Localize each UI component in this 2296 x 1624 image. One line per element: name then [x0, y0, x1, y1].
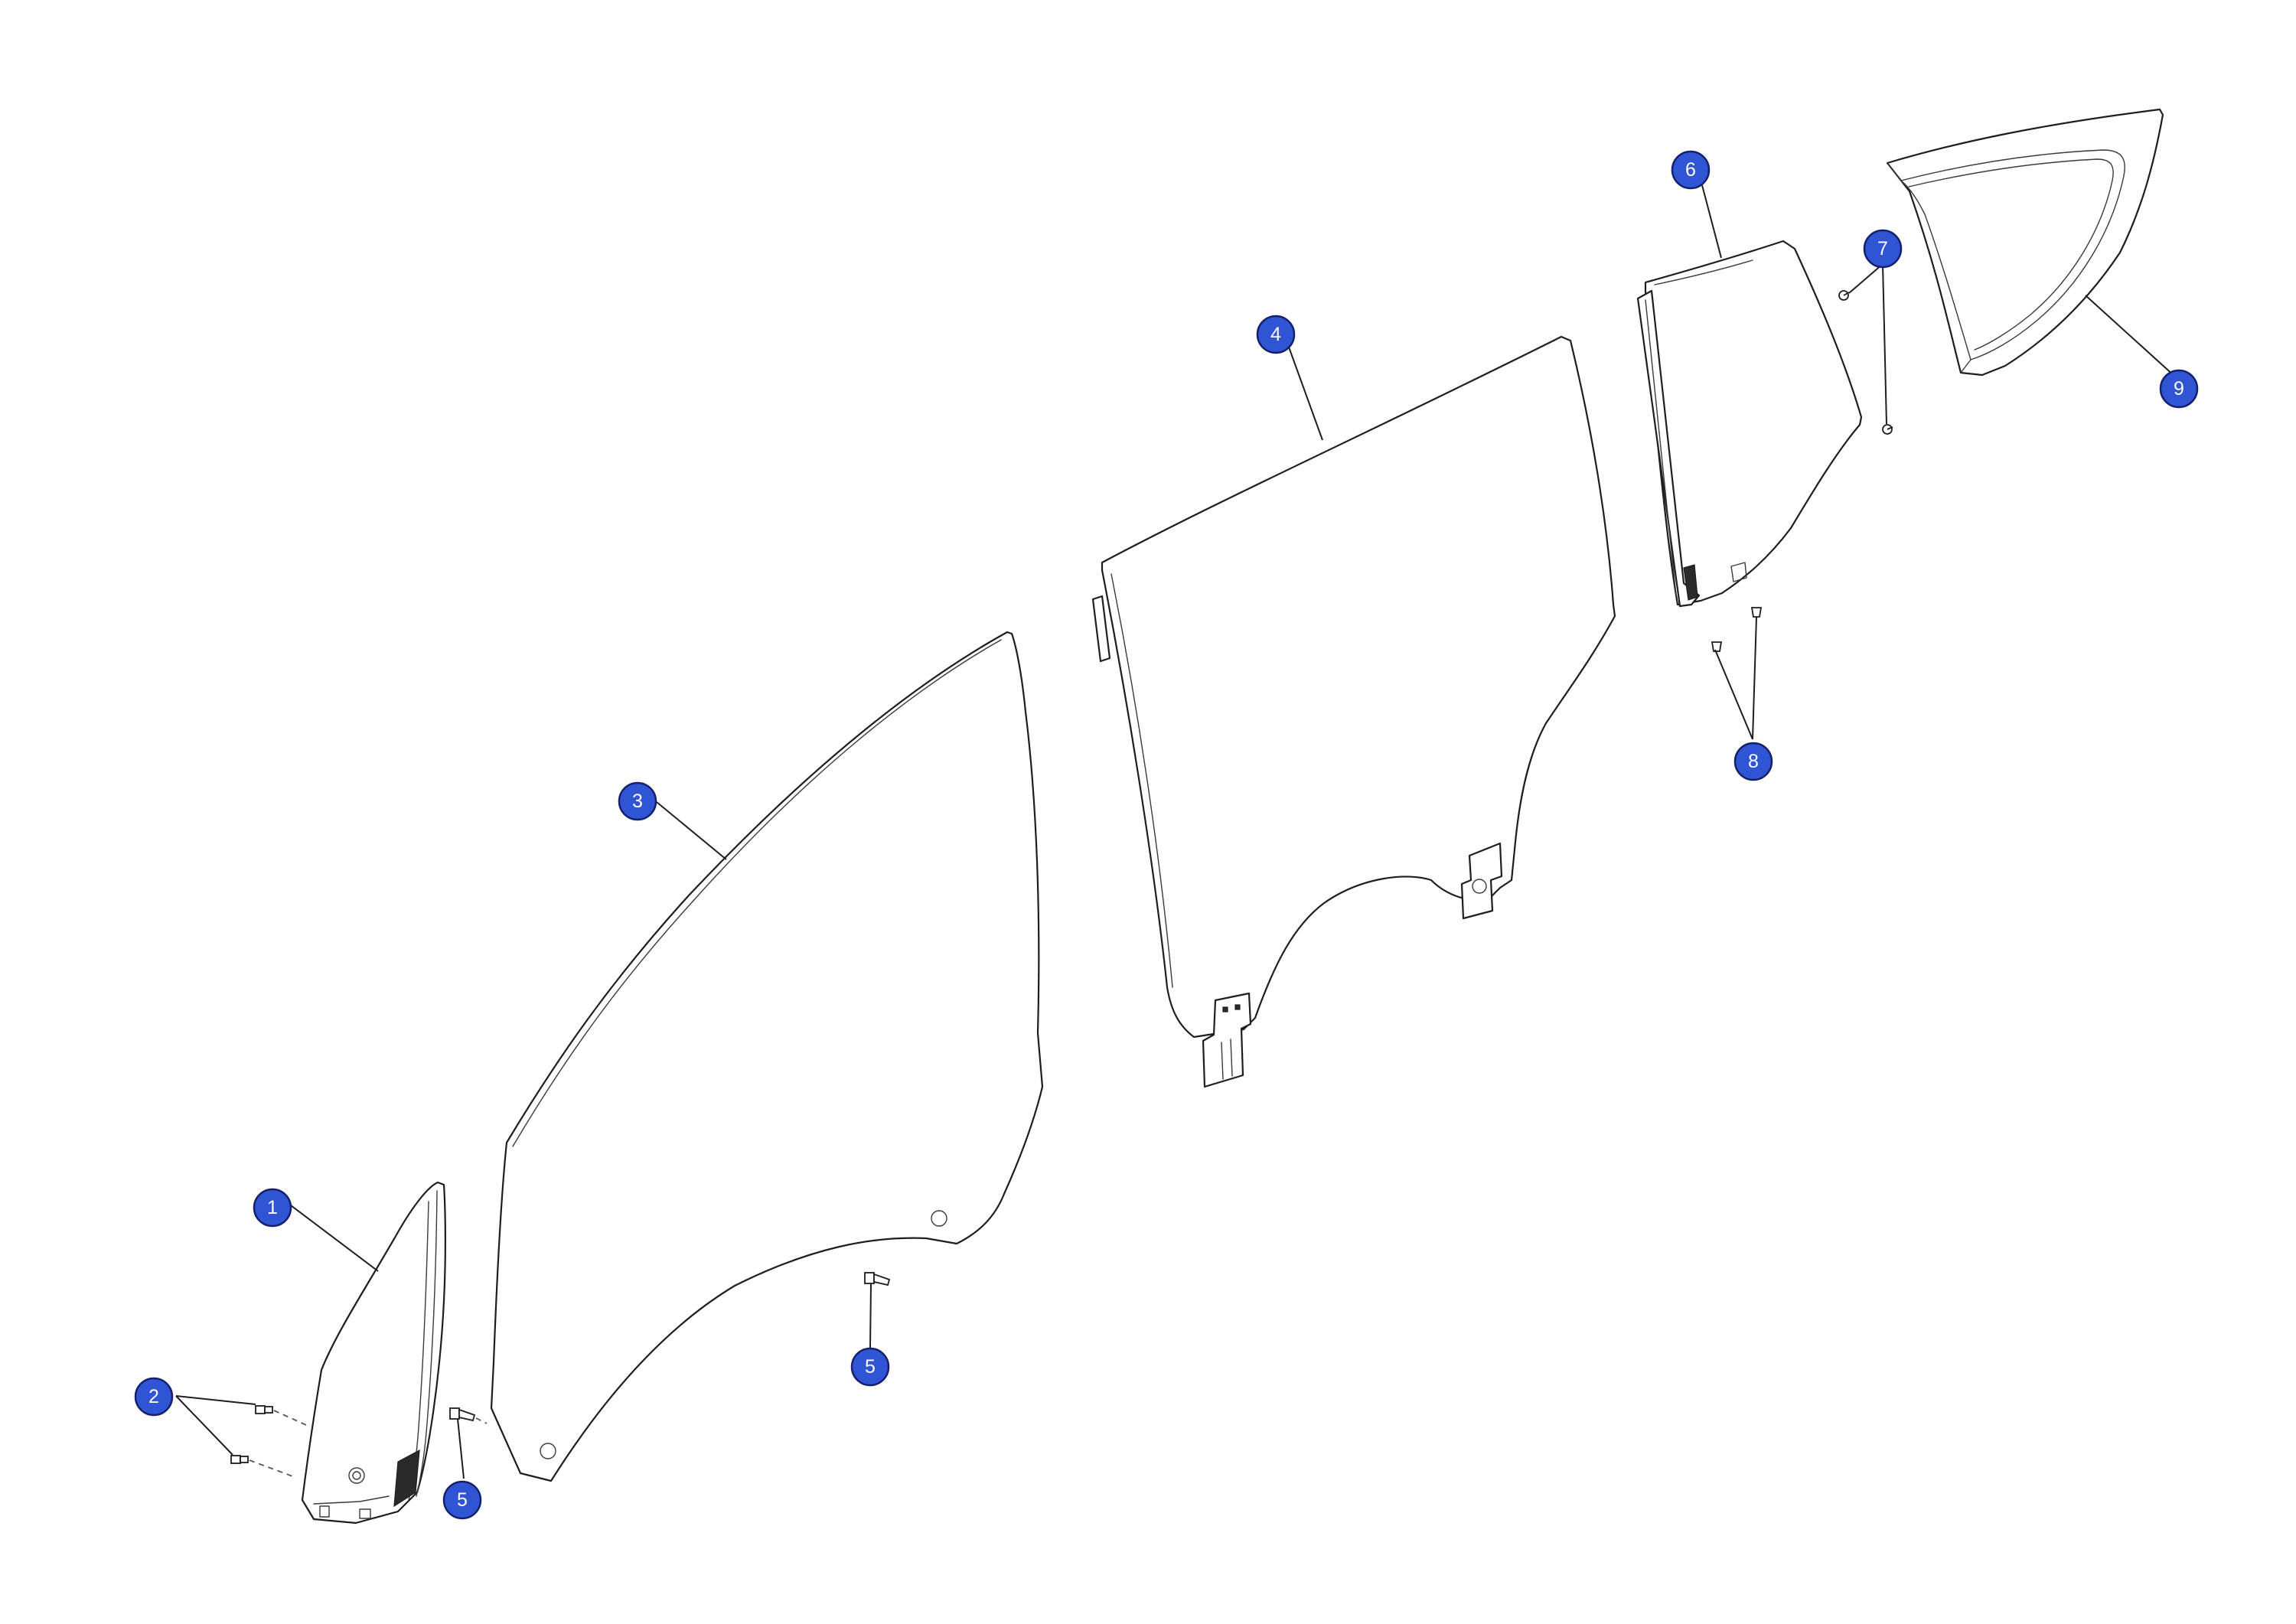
- part-8-clip-left: [1711, 641, 1723, 652]
- callout-6-badge: [1671, 150, 1711, 190]
- callout-1-label: 1: [267, 1197, 278, 1218]
- callout-5-right-label: 5: [865, 1356, 876, 1378]
- callout-8[interactable]: 8: [1733, 742, 1773, 781]
- callout-7-badge: [1863, 229, 1903, 269]
- callout-6[interactable]: 6: [1671, 150, 1711, 190]
- callout-5-left-badge: [442, 1480, 482, 1520]
- part-5-bolt-left: [449, 1407, 476, 1422]
- part-8-clip-right: [1750, 607, 1763, 618]
- callout-3-badge: [618, 781, 657, 821]
- callout-2-label: 2: [148, 1386, 159, 1407]
- callout-4-badge: [1256, 315, 1296, 354]
- callout-1-badge: [253, 1188, 292, 1228]
- callout-7-label: 7: [1877, 238, 1888, 259]
- callout-8-badge: [1733, 742, 1773, 781]
- callout-5-right-badge: [850, 1347, 890, 1387]
- callout-5-left-label: 5: [457, 1489, 468, 1511]
- callout-4-label: 4: [1270, 324, 1281, 345]
- callout-8-label: 8: [1748, 751, 1759, 772]
- callout-1[interactable]: 1: [253, 1188, 292, 1228]
- callout-4[interactable]: 4: [1256, 315, 1296, 354]
- callout-3[interactable]: 3: [618, 781, 657, 821]
- part-2-screw-upper: [255, 1405, 273, 1414]
- part-2-screw-lower: [230, 1455, 249, 1464]
- callout-9[interactable]: 9: [2159, 369, 2199, 409]
- part-7-clip-lower: [1882, 424, 1893, 435]
- part-3-front-door-glass: [490, 631, 1044, 1482]
- part-5-bolt-right: [864, 1272, 891, 1286]
- assembly-lines: [249, 1410, 488, 1478]
- part-4-rear-door-glass: [1091, 335, 1616, 1088]
- callouts: 1 2 3 4 5 5 6 7: [134, 150, 2199, 1520]
- fasteners: [230, 290, 1893, 1464]
- part-9-rear-quarter-glass: [1886, 108, 2164, 377]
- callout-7[interactable]: 7: [1863, 229, 1903, 269]
- callout-9-badge: [2159, 369, 2199, 409]
- callout-2-badge: [134, 1377, 174, 1417]
- callout-3-label: 3: [632, 791, 643, 812]
- callout-6-label: 6: [1685, 159, 1696, 181]
- part-1-front-quarter-glass: [301, 1181, 446, 1525]
- callout-9-label: 9: [2174, 378, 2184, 399]
- callout-2[interactable]: 2: [134, 1377, 174, 1417]
- leader-lines: [175, 184, 2176, 1479]
- part-6-rear-fixed-glass: [1636, 240, 1863, 608]
- part-7-clip-upper: [1838, 290, 1850, 301]
- callout-5-right[interactable]: 5: [850, 1347, 890, 1387]
- callout-5-left[interactable]: 5: [442, 1480, 482, 1520]
